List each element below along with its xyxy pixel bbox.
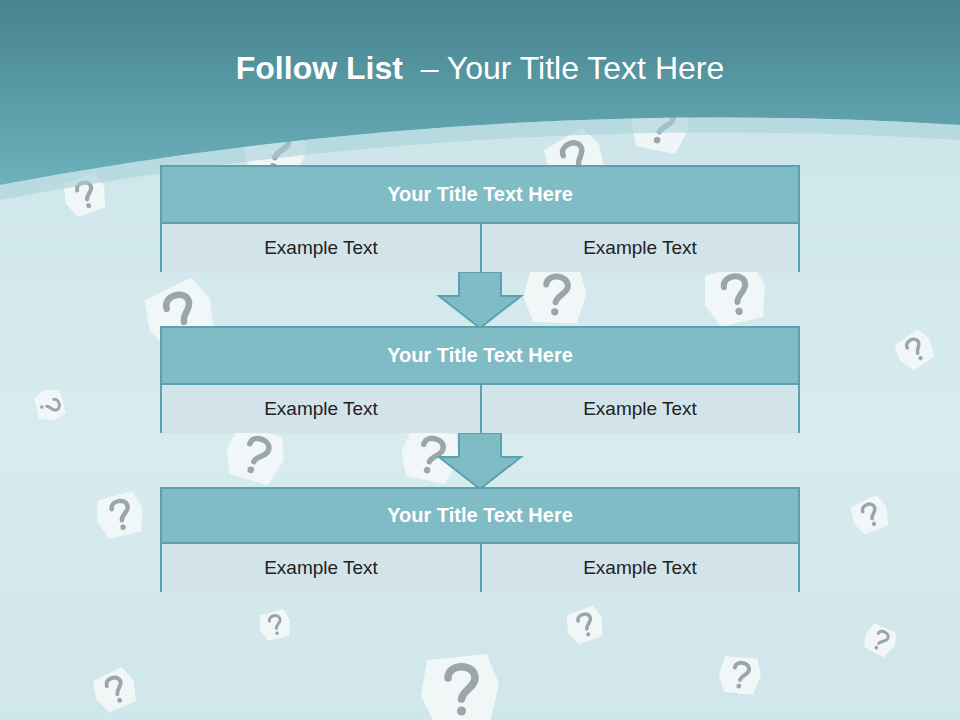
cell-text: Example Text	[583, 557, 697, 579]
list-block: Your Title Text HereExample Text Example …	[160, 165, 800, 272]
text-cell: Example Text	[162, 224, 480, 272]
cell-text: Example Text	[264, 398, 378, 420]
cell-text: Example Text	[583, 398, 697, 420]
text-cell: Example Text	[480, 385, 798, 433]
slide-title: Follow List – Your Title Text Here	[0, 50, 960, 87]
block-arrow	[439, 433, 521, 489]
text-cell: Example Text	[480, 544, 798, 592]
title-text: Follow List	[236, 50, 403, 86]
cell-text: Example Text	[583, 237, 697, 259]
text-cell: Example Text	[162, 385, 480, 433]
cell-text: Example Text	[264, 237, 378, 259]
block-title: Your Title Text Here	[387, 504, 573, 527]
block-header: Your Title Text Here	[162, 167, 798, 224]
block-title: Your Title Text Here	[387, 344, 573, 367]
block-arrow	[439, 272, 521, 328]
block-title: Your Title Text Here	[387, 183, 573, 206]
text-cell: Example Text	[162, 544, 480, 592]
subtitle-text: – Your Title Text Here	[421, 50, 725, 86]
block-header: Your Title Text Here	[162, 328, 798, 385]
list-block: Your Title Text HereExample Text Example …	[160, 487, 800, 592]
cell-text: Example Text	[264, 557, 378, 579]
list-block: Your Title Text HereExample Text Example …	[160, 326, 800, 433]
block-header: Your Title Text Here	[162, 489, 798, 544]
text-cell: Example Text	[480, 224, 798, 272]
